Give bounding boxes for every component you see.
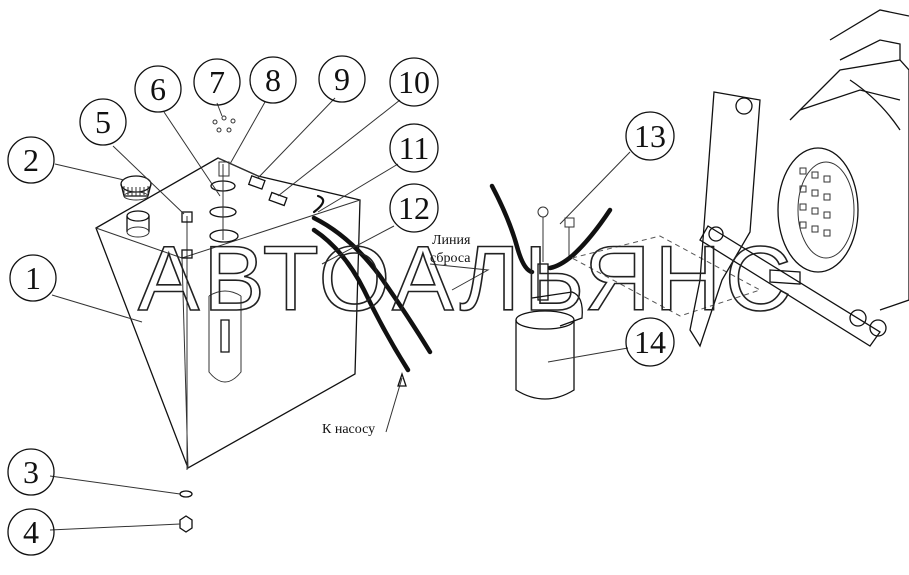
callout-9: 9 <box>318 55 366 103</box>
fitting-10 <box>268 191 288 207</box>
engine-assembly <box>689 9 909 348</box>
fan-grille <box>799 167 831 237</box>
washer <box>179 490 193 498</box>
callout-1-number: 1 <box>25 260 41 296</box>
watermark: АВТОАЛЬЯНС <box>138 228 796 330</box>
return-line-label-1: Линия <box>432 233 471 248</box>
callout-6: 6 <box>134 65 182 113</box>
callout-1: 1 <box>9 254 57 302</box>
callout-14-number: 14 <box>634 324 666 360</box>
callout-14: 14 <box>625 317 675 367</box>
screws <box>212 115 236 133</box>
callout-10-number: 10 <box>398 64 430 100</box>
drain-rod <box>181 211 193 470</box>
callout-9-number: 9 <box>334 61 350 97</box>
nut <box>179 515 193 533</box>
to-pump-label: К насосу <box>322 422 375 437</box>
leader-lines <box>49 97 631 531</box>
callout-5: 5 <box>79 98 127 146</box>
callout-13: 13 <box>625 111 675 161</box>
return-line-label-2: сброса <box>430 251 471 266</box>
callout-8: 8 <box>249 56 297 104</box>
callout-7: 7 <box>193 58 241 106</box>
callout-10: 10 <box>389 57 439 107</box>
callout-3-number: 3 <box>23 454 39 490</box>
callout-12-number: 12 <box>398 190 430 226</box>
callout-7-number: 7 <box>209 64 225 100</box>
callout-4: 4 <box>7 508 55 556</box>
callout-5-number: 5 <box>95 104 111 140</box>
fuel-sender-unit <box>208 161 242 383</box>
filler-cap <box>120 175 152 201</box>
callout-2-number: 2 <box>23 142 39 178</box>
callout-8-number: 8 <box>265 62 281 98</box>
callout-11-number: 11 <box>399 130 430 166</box>
callout-13-number: 13 <box>634 118 666 154</box>
callout-12: 12 <box>389 183 439 233</box>
callout-2: 2 <box>7 136 55 184</box>
callout-11: 11 <box>389 123 439 173</box>
fuel-filter <box>489 183 613 400</box>
callout-4-number: 4 <box>23 514 39 550</box>
callout-6-number: 6 <box>150 71 166 107</box>
fitting-9 <box>247 175 266 190</box>
callout-3: 3 <box>7 448 55 496</box>
fuel-hoses <box>311 194 433 373</box>
filler-neck <box>126 210 150 238</box>
